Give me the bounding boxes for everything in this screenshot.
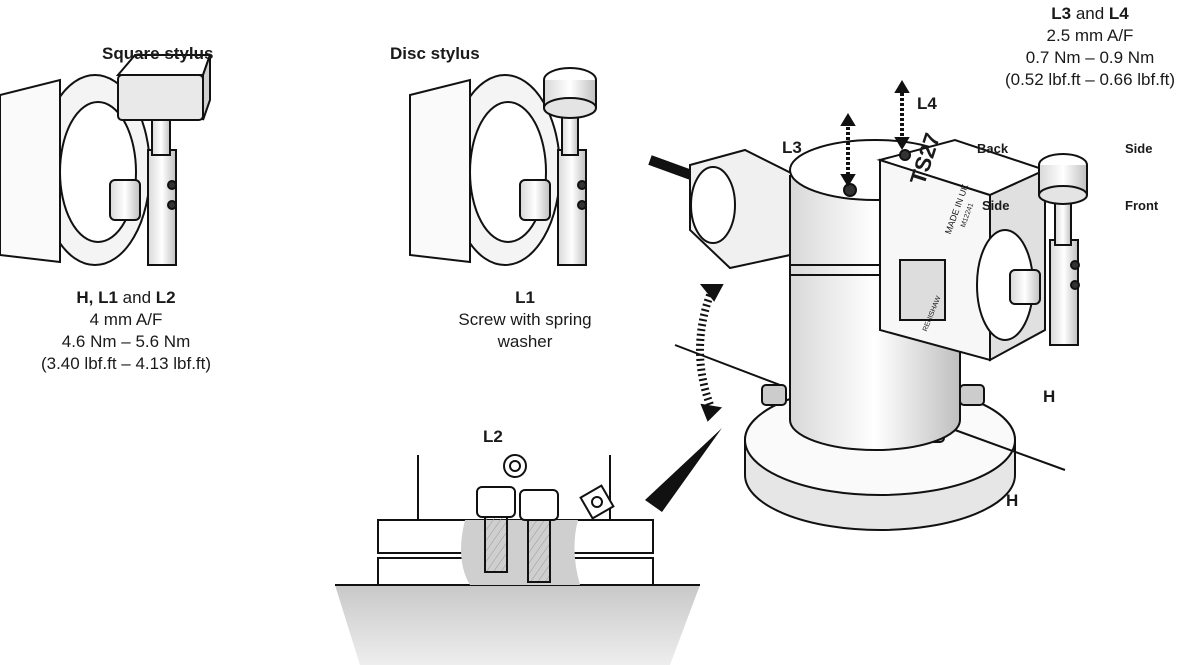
disc-stylus-detail [409,67,597,266]
rotation-arrow-icon [696,284,724,422]
marker-h-lower: H [1006,491,1019,510]
face-side-right: Side [1125,141,1153,156]
marker-l2: L2 [483,427,503,446]
alignment-lines [674,344,1066,471]
disc-stylus-spec: L1 Screw with spring washer [458,288,592,351]
marker-h-upper: H [1043,387,1056,406]
main-probe [648,138,1088,531]
top-spec: L3 and L4 2.5 mm A/F 0.7 Nm – 0.9 Nm (0.… [1004,4,1176,89]
face-back: Back [977,141,1009,156]
face-front: Front [1125,198,1159,213]
adjust-arrows-icon [840,80,910,187]
mount-cross-section [335,454,700,665]
square-stylus-spec: H, L1 and L2 4 mm A/F 4.6 Nm – 5.6 Nm (3… [40,288,212,373]
marker-l4: L4 [917,94,937,113]
disc-stylus-title: Disc stylus [390,44,480,63]
face-side-left: Side [982,198,1010,213]
pointer-wedge [645,428,722,512]
square-stylus-detail [0,54,212,266]
square-stylus-title: Square stylus [102,44,214,63]
marker-l3: L3 [782,138,802,157]
